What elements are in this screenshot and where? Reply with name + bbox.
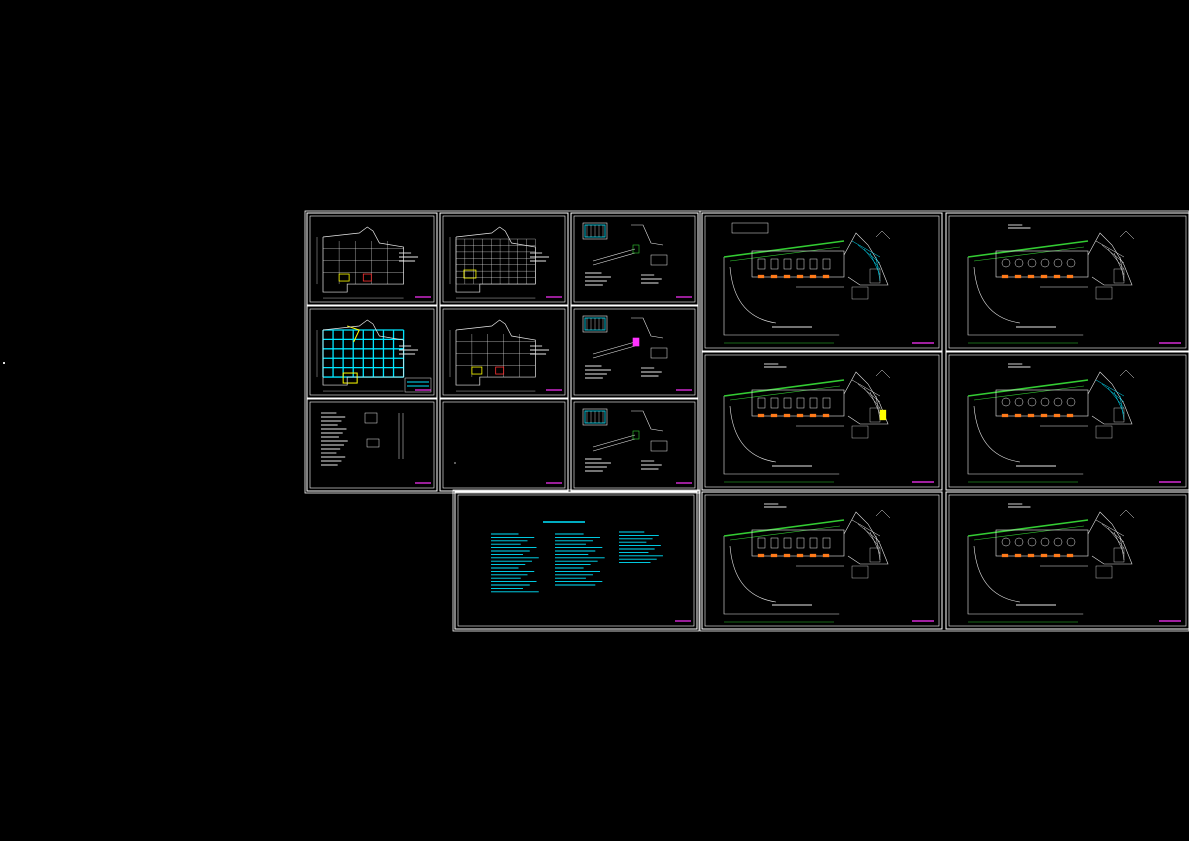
sheets-layer xyxy=(304,210,1189,632)
sheet-1-frame[interactable] xyxy=(306,212,438,306)
sheet-7-frame[interactable] xyxy=(306,398,438,492)
sheet-13-frame[interactable] xyxy=(701,351,943,491)
stray-point xyxy=(3,362,5,364)
sheet-3-frame[interactable] xyxy=(570,212,699,306)
sheet-10-frame[interactable] xyxy=(454,491,698,630)
sheet-11-frame[interactable] xyxy=(701,212,943,352)
sheet-16-frame[interactable] xyxy=(945,491,1189,630)
sheet-5-frame[interactable] xyxy=(439,305,569,399)
sheet-9-frame[interactable] xyxy=(570,398,699,492)
sheet-6-frame[interactable] xyxy=(570,305,699,399)
sheet-4-frame[interactable] xyxy=(306,305,438,399)
sheet-2-frame[interactable] xyxy=(439,212,569,306)
sheet-8-frame[interactable] xyxy=(439,398,569,492)
sheet-12-frame[interactable] xyxy=(945,212,1189,352)
sheet-14-frame[interactable] xyxy=(945,351,1189,491)
sheet-15-frame[interactable] xyxy=(701,491,943,630)
